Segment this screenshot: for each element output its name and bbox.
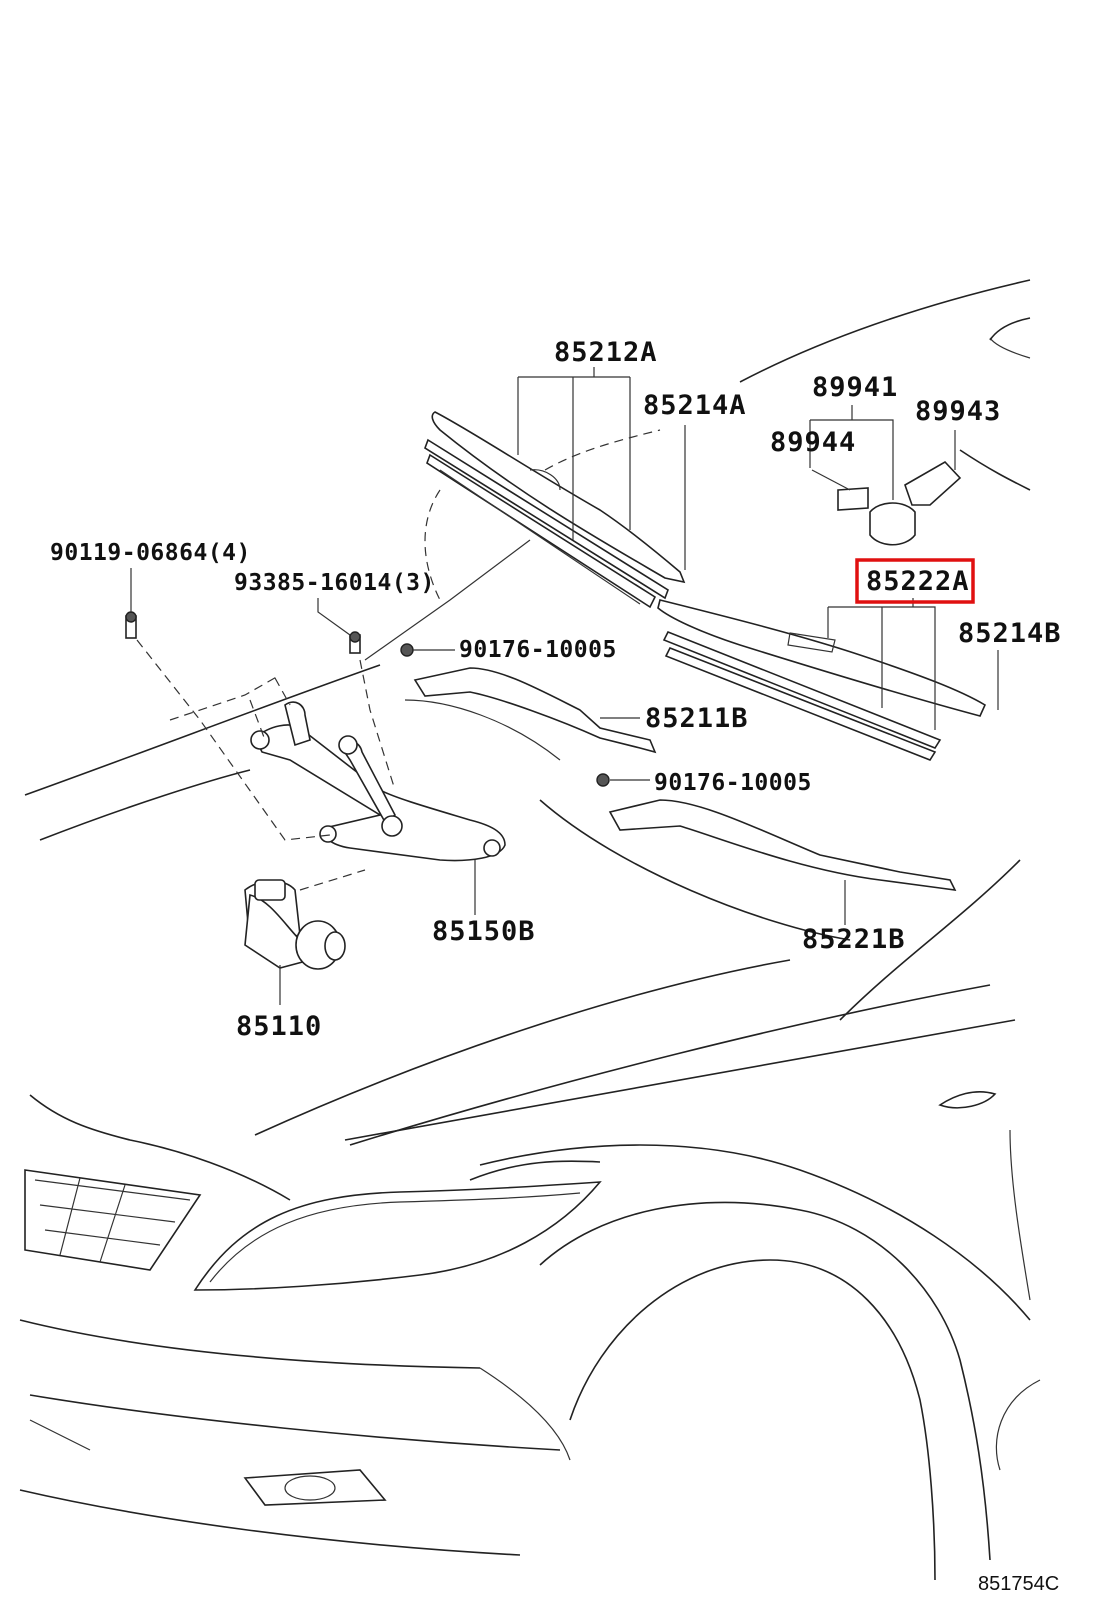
- car-body-outline: [19, 279, 1041, 1581]
- sensor-cover-parts: [837, 460, 962, 546]
- label-85214b: 85214B: [958, 618, 1062, 649]
- label-85211b: 85211B: [645, 703, 749, 734]
- label-90176-b: 90176-10005: [654, 770, 812, 796]
- label-90119: 90119-06864(4): [50, 540, 251, 566]
- label-89944: 89944: [770, 427, 856, 458]
- wiper-linkage: [250, 701, 506, 862]
- label-85212a: 85212A: [554, 337, 658, 368]
- label-89943: 89943: [915, 396, 1001, 427]
- wiper-motor: [244, 879, 346, 970]
- label-89941: 89941: [812, 372, 898, 403]
- leader-lines: [130, 367, 999, 1005]
- label-85110: 85110: [236, 1011, 322, 1042]
- diagram-code: 851754C: [978, 1573, 1059, 1595]
- highlight-box-85222a: [855, 558, 975, 604]
- label-85214a: 85214A: [643, 390, 747, 421]
- label-85150b: 85150B: [432, 916, 536, 947]
- wiper-arm-85221b: [596, 773, 957, 891]
- front-wiper-blade: [424, 411, 686, 609]
- label-93385: 93385-16014(3): [234, 570, 435, 596]
- wiper-arm-85211b: [400, 643, 657, 754]
- label-85222a: 85222A: [866, 566, 970, 597]
- rear-wiper-blade: [657, 599, 987, 761]
- label-85221b: 85221B: [802, 924, 906, 955]
- part-labels: 85212A 85214A 89941 89943 89944 90119-06…: [50, 337, 1062, 1595]
- label-90176-a: 90176-10005: [459, 637, 617, 663]
- fasteners: [125, 611, 361, 654]
